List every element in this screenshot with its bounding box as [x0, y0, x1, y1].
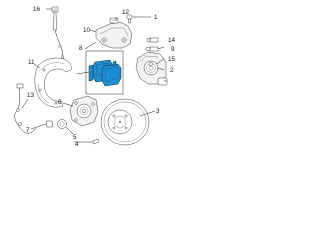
brake-hose-cable	[14, 83, 37, 134]
brake-pads	[88, 59, 122, 87]
guide-pins	[145, 37, 159, 66]
hub-nut	[45, 119, 67, 129]
pad-clip	[88, 64, 94, 82]
hub-bearing	[69, 95, 99, 127]
callout-11: 11	[28, 59, 35, 66]
callout-5: 5	[73, 134, 77, 141]
callout-9: 9	[171, 46, 175, 53]
outer-brake-pad	[101, 63, 122, 87]
callout-14: 14	[168, 37, 176, 44]
callout-4: 4	[75, 141, 79, 147]
caliper-carrier	[95, 17, 133, 49]
callout-15: 15	[168, 56, 176, 63]
callout-2: 2	[170, 67, 174, 74]
callout-16: 16	[33, 6, 41, 13]
callout-12: 12	[122, 9, 130, 16]
brake-disc	[100, 98, 150, 146]
wheel-speed-sensor	[51, 6, 64, 69]
leader-lines	[21, 8, 168, 143]
brake-assembly-diagram: 16 12 1 10 8 9 14 15 2 11 13 6 7 5 3 4	[14, 6, 176, 147]
callout-6: 6	[58, 99, 62, 106]
dust-shield	[34, 57, 72, 108]
callout-10: 10	[83, 27, 91, 34]
callout-7: 7	[26, 127, 30, 134]
bleeder-screw	[126, 14, 133, 24]
disc-screw	[92, 138, 100, 145]
callout-13: 13	[27, 92, 35, 99]
callout-8: 8	[79, 45, 83, 52]
caliper-body	[135, 51, 168, 86]
callout-1: 1	[154, 14, 158, 21]
pad-shim	[112, 60, 117, 67]
callout-3: 3	[156, 108, 160, 115]
